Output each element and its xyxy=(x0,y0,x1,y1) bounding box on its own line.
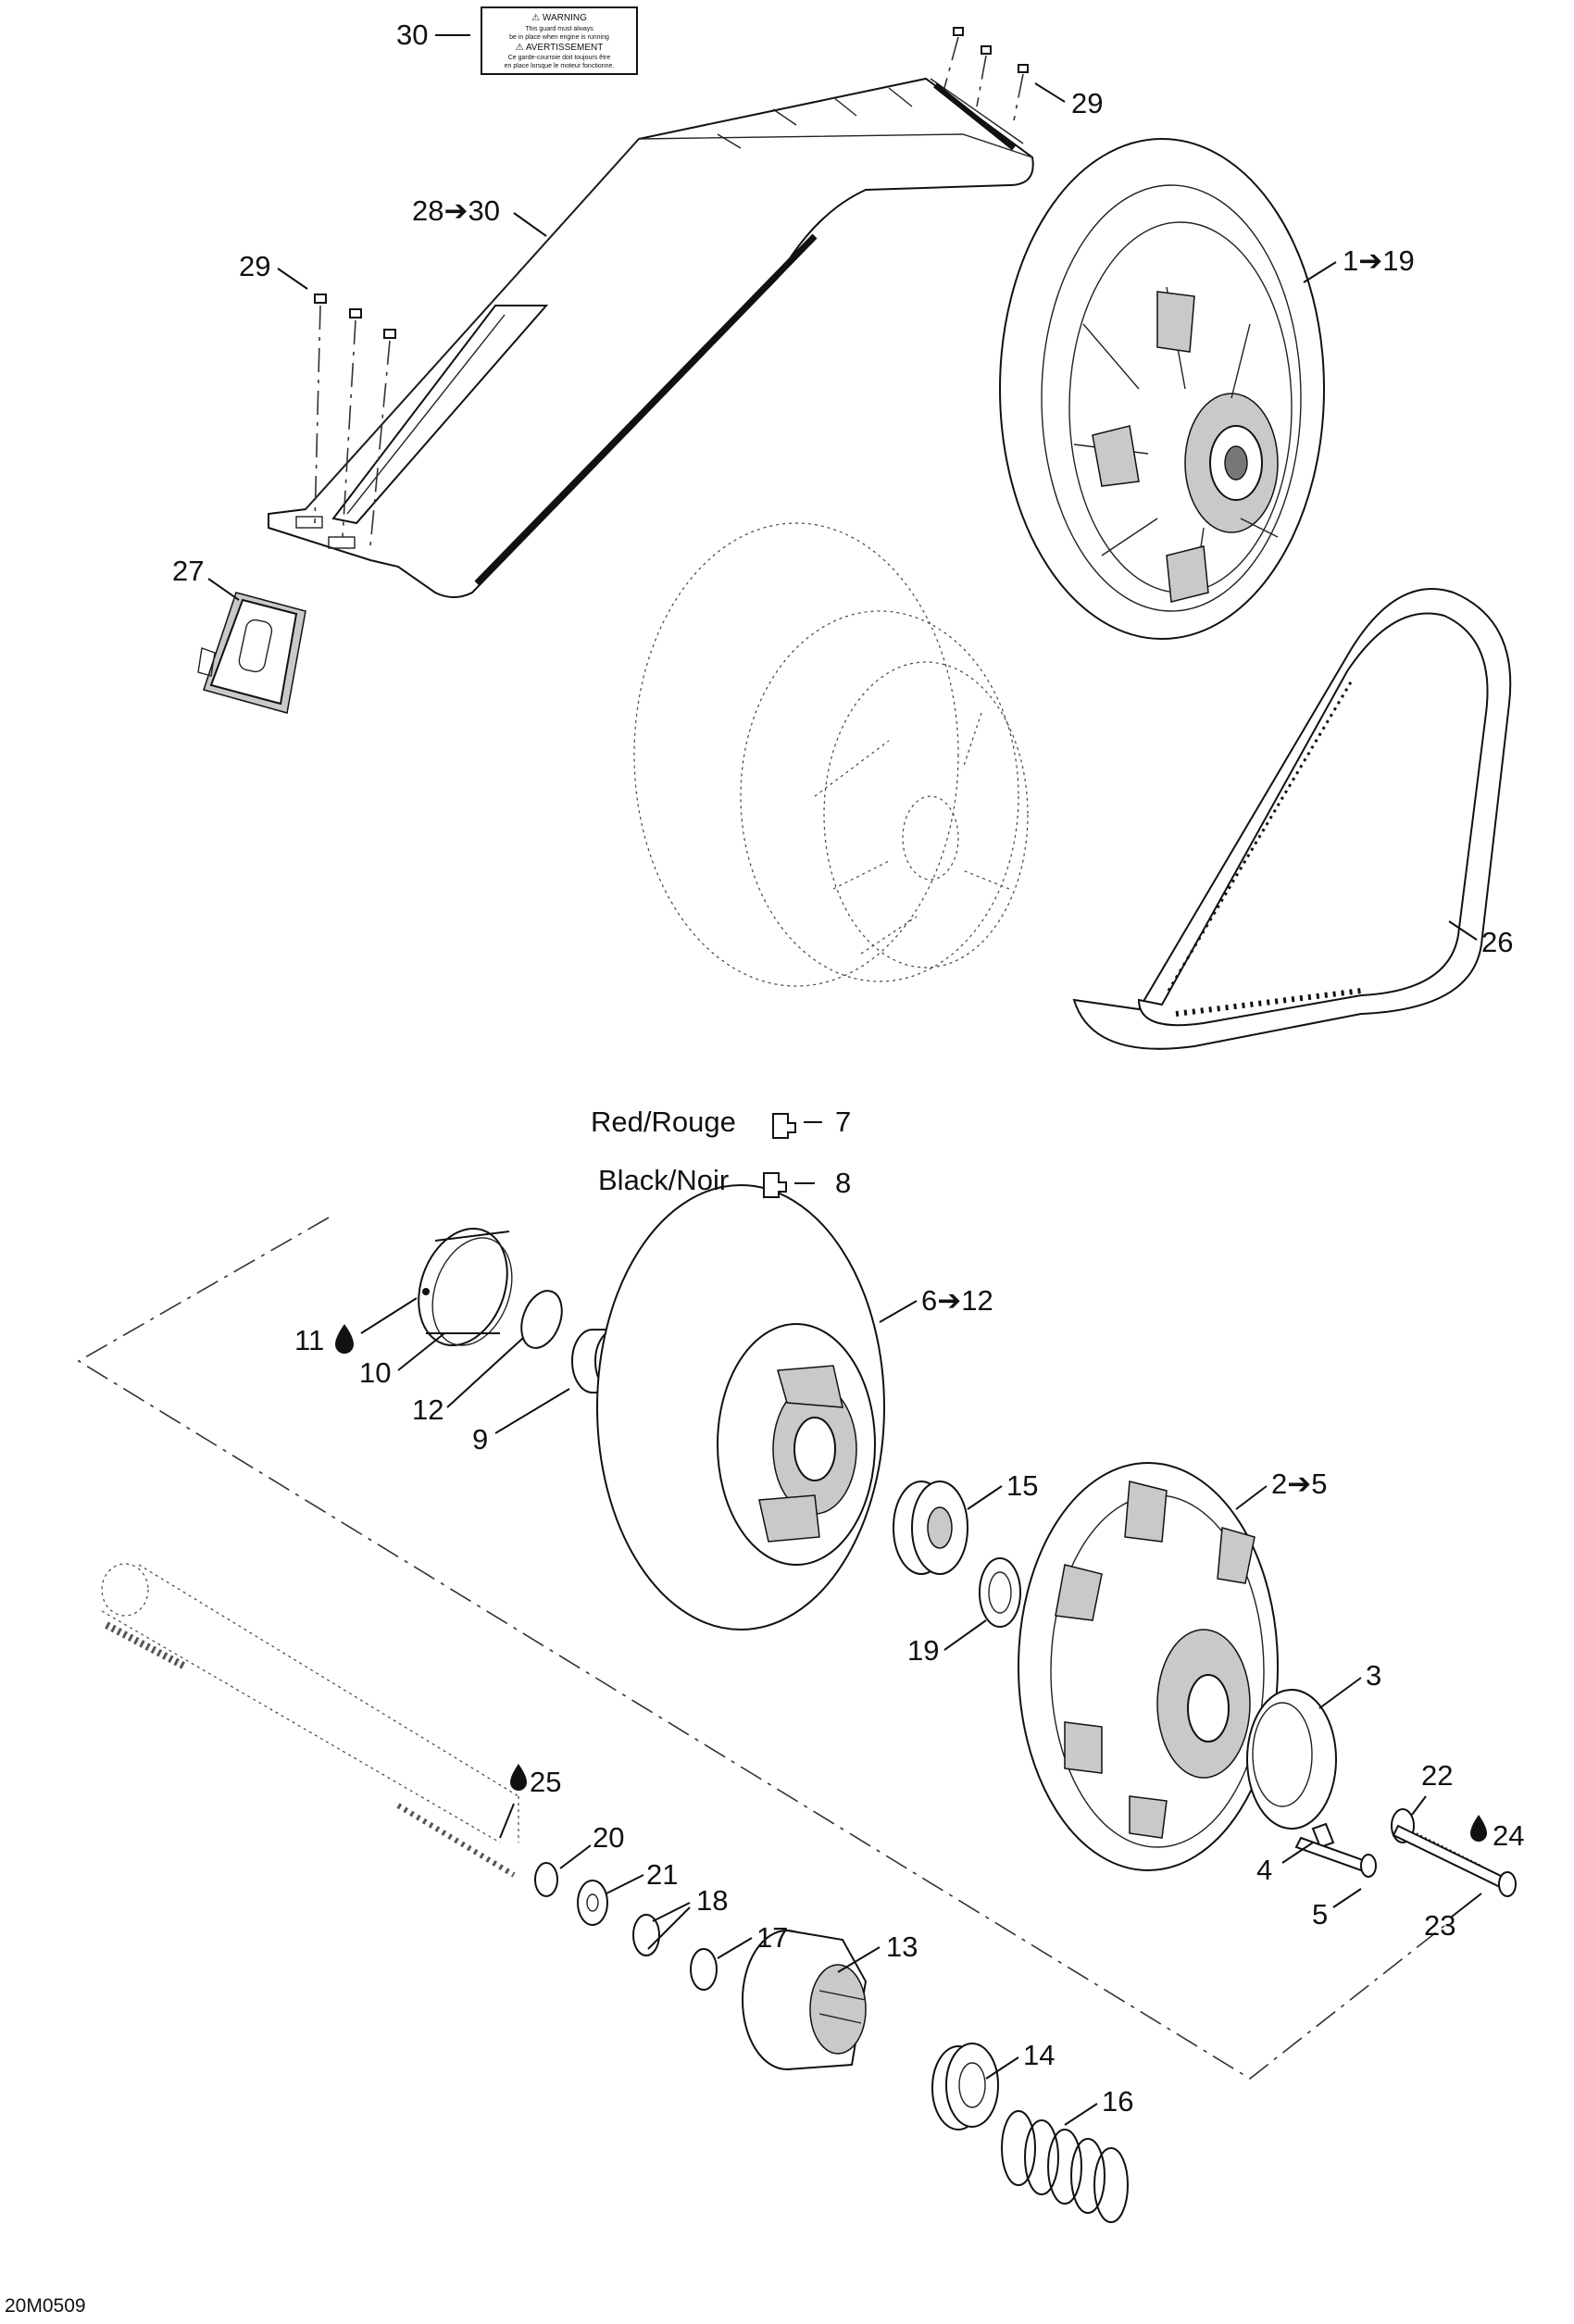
svg-text:en place lorsque le moteur fon: en place lorsque le moteur fonctionne. xyxy=(505,63,615,69)
washer-21 xyxy=(577,1880,608,1926)
red-weight-icon xyxy=(772,1113,796,1139)
callout-23: 23 xyxy=(1424,1909,1455,1942)
callout-6-12: 6➔12 xyxy=(921,1284,993,1317)
callout-18: 18 xyxy=(696,1884,728,1917)
callout-15: 15 xyxy=(1006,1469,1038,1502)
callout-3: 3 xyxy=(1366,1659,1381,1692)
grease-drop-icon-24 xyxy=(1470,1815,1487,1842)
callout-14: 14 xyxy=(1023,2039,1055,2071)
sheave-2-5 xyxy=(1018,1462,1279,1871)
driven-pulley-assembly xyxy=(999,138,1325,640)
callout-22: 22 xyxy=(1421,1759,1453,1792)
callout-30: 30 xyxy=(396,19,428,51)
spring-16 xyxy=(1001,2110,1129,2223)
callout-16: 16 xyxy=(1102,2085,1133,2118)
callout-17: 17 xyxy=(756,1921,788,1954)
callout-1-19: 1➔19 xyxy=(1343,244,1415,277)
callout-29-top: 29 xyxy=(1071,87,1103,119)
callout-19: 19 xyxy=(907,1634,939,1667)
screws-left xyxy=(314,294,396,547)
callout-20: 20 xyxy=(593,1821,624,1854)
svg-text:This guard must always: This guard must always xyxy=(525,26,593,32)
washer-15 xyxy=(893,1481,968,1575)
svg-text:⚠ AVERTISSEMENT: ⚠ AVERTISSEMENT xyxy=(516,43,604,53)
callout-24: 24 xyxy=(1493,1819,1524,1852)
screw-5 xyxy=(1294,1836,1377,1878)
circlip-12 xyxy=(520,1290,563,1349)
bearing-14 xyxy=(931,2043,999,2130)
callouts: 30 29 28➔30 29 1➔19 27 26 11 10 12 9 6➔1… xyxy=(172,19,1524,2126)
callout-12: 12 xyxy=(412,1393,443,1426)
diagram-code: 20M0509 xyxy=(5,2295,86,2317)
legend-red-label: Red/Rouge xyxy=(591,1106,736,1138)
bolt-23 xyxy=(1392,1824,1517,1897)
shim-19 xyxy=(979,1557,1021,1628)
belt-guard xyxy=(268,77,1034,598)
slider-4 xyxy=(1311,1822,1335,1849)
callout-5: 5 xyxy=(1312,1898,1328,1930)
grease-drop-icon-25 xyxy=(510,1764,527,1791)
callout-9: 9 xyxy=(472,1423,488,1456)
svg-text:⚠ WARNING: ⚠ WARNING xyxy=(531,13,587,23)
callout-13: 13 xyxy=(886,1930,918,1963)
washer-20 xyxy=(534,1862,558,1897)
screws-top-right xyxy=(943,27,1029,121)
cam-13 xyxy=(742,1930,868,2070)
slider-shoe-3 xyxy=(1246,1689,1337,1830)
callout-29-left: 29 xyxy=(239,250,270,282)
callout-26: 26 xyxy=(1481,926,1513,958)
callout-25: 25 xyxy=(530,1766,561,1798)
crankshaft xyxy=(101,1563,519,1878)
drive-pulley xyxy=(633,522,1029,987)
drive-belt xyxy=(1072,588,1512,1050)
grease-drop-icon xyxy=(335,1324,354,1354)
callout-21: 21 xyxy=(646,1858,678,1891)
svg-text:be in place when engine is run: be in place when engine is running xyxy=(509,34,609,41)
legend: Red/Rouge 7 Black/Noir 8 xyxy=(591,1106,851,1199)
callout-28-30: 28➔30 xyxy=(412,194,500,227)
callout-4: 4 xyxy=(1256,1854,1272,1886)
svg-text:7: 7 xyxy=(835,1106,851,1138)
ring-part-10 xyxy=(418,1228,513,1346)
callout-10: 10 xyxy=(359,1356,391,1389)
legend-black-label: Black/Noir xyxy=(598,1164,729,1196)
bracket xyxy=(197,592,306,714)
svg-text:Ce garde-courroie doit toujour: Ce garde-courroie doit toujours être xyxy=(508,55,611,61)
black-weight-icon xyxy=(763,1172,787,1198)
callout-11: 11 xyxy=(294,1324,324,1356)
svg-text:8: 8 xyxy=(835,1167,851,1199)
warning-decal: ⚠ WARNING This guard must always be in p… xyxy=(481,6,638,75)
assembly-boundary xyxy=(77,1217,1445,2080)
callout-2-5: 2➔5 xyxy=(1271,1468,1327,1500)
sheave-6-12 xyxy=(596,1184,885,1631)
ring-17 xyxy=(690,1948,718,1991)
callout-27: 27 xyxy=(172,555,204,587)
